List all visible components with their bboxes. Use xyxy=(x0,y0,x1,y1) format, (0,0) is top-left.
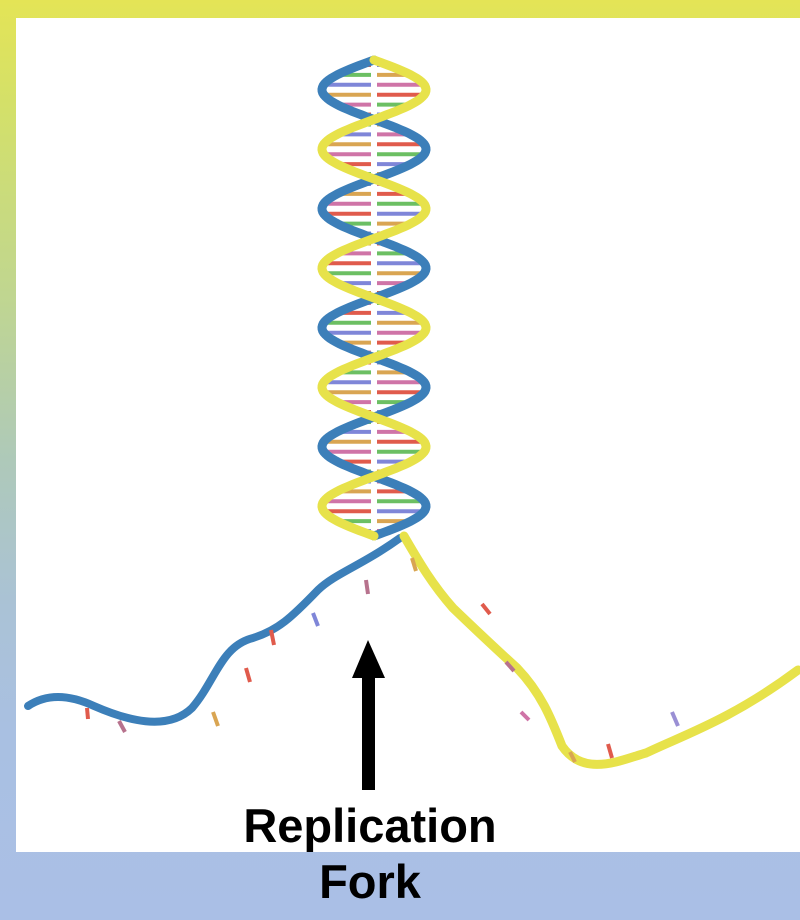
left-template-strand xyxy=(28,538,400,722)
replication-fork-label-line2: Fork xyxy=(0,858,740,905)
fork-arrow xyxy=(352,640,385,790)
right-strand-bases xyxy=(412,558,678,762)
diagram-panel xyxy=(16,18,800,852)
dna-replication-diagram xyxy=(16,18,800,852)
right-template-strand xyxy=(404,536,798,764)
replication-fork-label-line1: Replication xyxy=(0,802,740,849)
